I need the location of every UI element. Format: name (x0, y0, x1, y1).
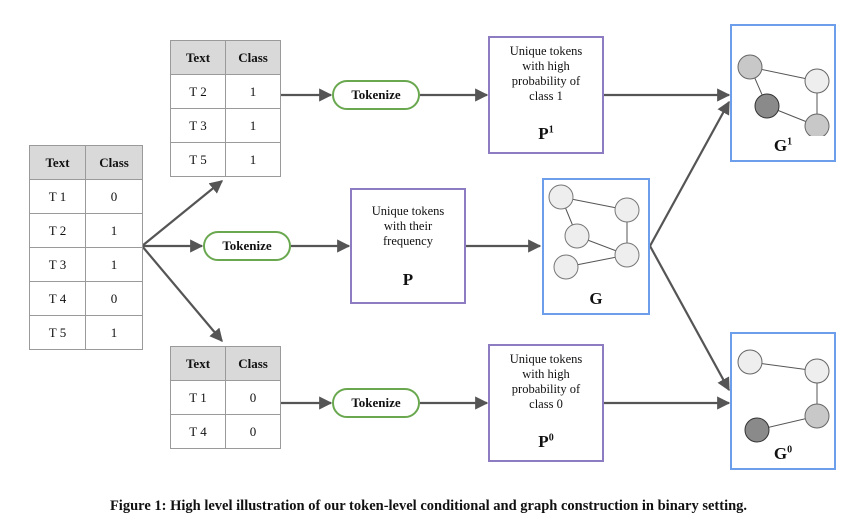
text-cell: T 4 (29, 281, 86, 316)
header-text: Text (170, 346, 226, 381)
p1-label-sup: 1 (548, 124, 554, 136)
p1-desc-line: probability of (511, 74, 581, 88)
g1-label: G1 (732, 136, 834, 156)
graph-node (614, 197, 640, 223)
text-cell: T 1 (170, 380, 226, 415)
text-cell: T 4 (170, 414, 226, 449)
class-cell: 1 (225, 74, 281, 109)
p0-label-text: P (538, 432, 549, 451)
tokenize-all: Tokenize (203, 231, 291, 261)
class-cell: 0 (225, 380, 281, 415)
p1-label-text: P (538, 124, 549, 143)
g0-label: G0 (732, 444, 834, 464)
text-cell: T 5 (170, 142, 226, 177)
text-cell: T 1 (29, 179, 86, 214)
g-box: G (542, 178, 650, 315)
p-desc-line: Unique tokens (371, 204, 445, 218)
header-text: Text (170, 40, 226, 75)
class-cell: 1 (225, 142, 281, 177)
graph-node (737, 54, 763, 80)
g1-box: G1 (730, 24, 836, 162)
g1-label-sup: 1 (787, 136, 793, 148)
p0-desc-line: Unique tokens (509, 352, 583, 366)
graph-node (548, 184, 574, 210)
graph-node (744, 417, 770, 443)
g1-label-text: G (773, 136, 788, 155)
header-text: Text (29, 145, 86, 180)
p-box: Unique tokens with their frequency P (350, 188, 466, 304)
p0-desc-line: class 0 (529, 397, 563, 411)
class-cell: 0 (225, 414, 281, 449)
class-cell: 0 (85, 281, 143, 316)
tokenize-class1: Tokenize (332, 80, 420, 110)
g0-label-text: G (773, 444, 788, 463)
g0-box: G0 (730, 332, 836, 470)
p0-box: Unique tokens with high probability of c… (488, 344, 604, 462)
p1-desc-line: class 1 (529, 89, 563, 103)
p-desc-line: with their (383, 219, 433, 233)
class-cell: 0 (85, 179, 143, 214)
arrow-main-to-class0-table (141, 245, 223, 343)
text-cell: T 3 (29, 247, 86, 282)
arrow-g-to-g1 (649, 100, 730, 247)
p0-label: P0 (490, 432, 602, 452)
graph-node (737, 349, 763, 375)
class-cell: 1 (85, 213, 143, 248)
text-cell: T 2 (170, 74, 226, 109)
p1-label: P1 (490, 124, 602, 144)
p1-desc-line: Unique tokens (509, 44, 583, 58)
p0-description: Unique tokens with high probability of c… (490, 346, 602, 412)
p0-desc-line: probability of (511, 382, 581, 396)
text-cell: T 5 (29, 315, 86, 350)
header-class: Class (85, 145, 143, 180)
class-cell: 1 (85, 315, 143, 350)
p-description: Unique tokens with their frequency (352, 190, 464, 249)
figure-caption: Figure 1: High level illustration of our… (109, 498, 748, 514)
g-graph (548, 184, 640, 280)
g1-graph (737, 54, 830, 136)
g-label: G (589, 289, 603, 308)
graph-node (804, 113, 830, 136)
text-cell: T 2 (29, 213, 86, 248)
header-class: Class (225, 346, 281, 381)
class-cell: 1 (225, 108, 281, 143)
graph-node (564, 223, 590, 249)
arrow-g-to-g0 (649, 245, 730, 392)
tokenize-class0: Tokenize (332, 388, 420, 418)
graph-node (553, 254, 579, 280)
graph-node (804, 403, 830, 429)
g0-graph (737, 349, 830, 443)
p1-desc-line: with high (522, 59, 570, 73)
text-cell: T 3 (170, 108, 226, 143)
p1-description: Unique tokens with high probability of c… (490, 38, 602, 104)
header-class: Class (225, 40, 281, 75)
p1-box: Unique tokens with high probability of c… (488, 36, 604, 154)
p0-label-sup: 0 (548, 432, 554, 444)
arrow-main-to-class1-table (141, 180, 224, 247)
graph-node (614, 242, 640, 268)
graph-node (804, 358, 830, 384)
p0-desc-line: with high (522, 367, 570, 381)
graph-node (754, 93, 780, 119)
class-cell: 1 (85, 247, 143, 282)
g0-label-sup: 0 (787, 444, 793, 456)
graph-node (804, 68, 830, 94)
p-desc-line: frequency (383, 234, 433, 248)
p-label: P (402, 270, 414, 289)
